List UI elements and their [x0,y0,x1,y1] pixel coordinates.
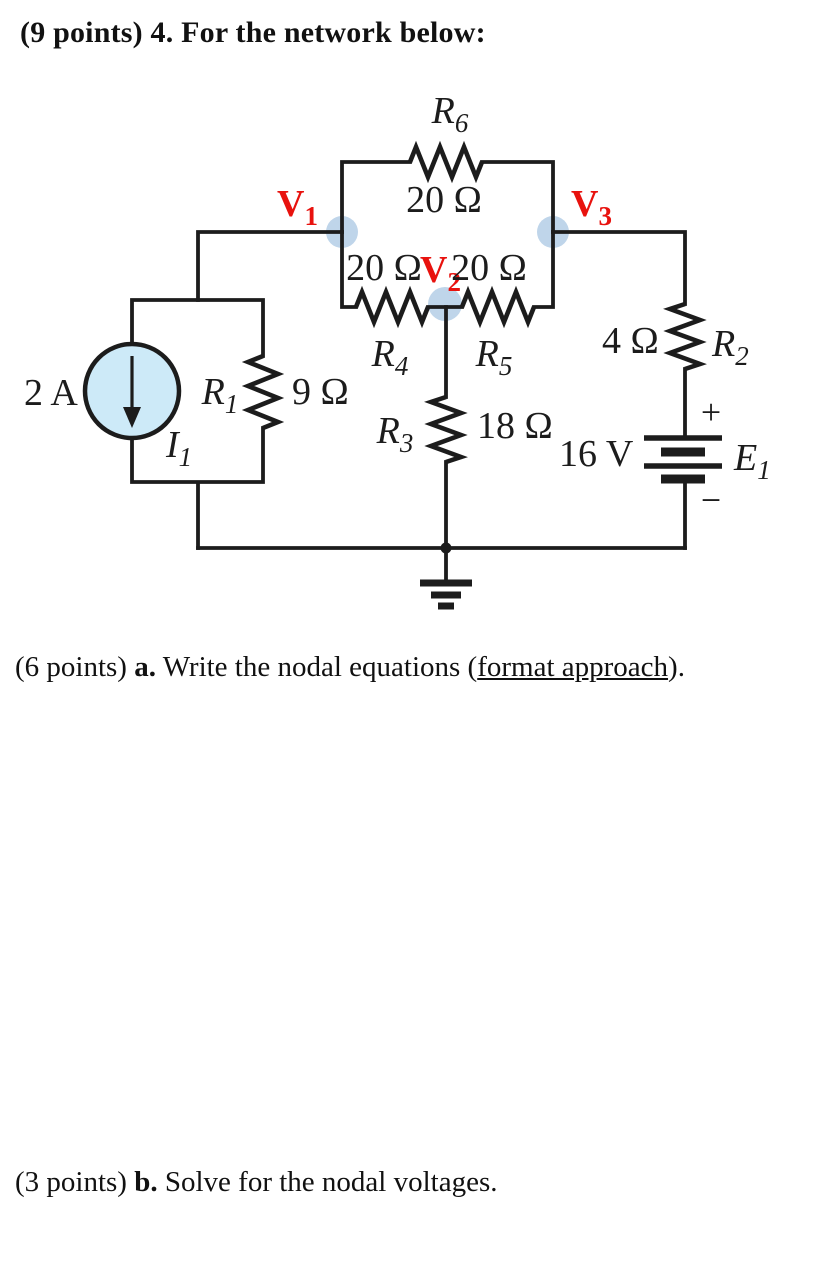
ground-icon [420,579,472,610]
battery-icon [644,435,722,484]
resistor-r2-symbol [663,301,707,372]
r2-label: R2 [711,323,749,371]
r3-value-label: 18 Ω [477,405,553,447]
part-a-tail: ). [668,651,685,683]
r3-label: R3 [376,410,414,458]
r2-value-label: 4 Ω [602,320,659,362]
part-a-points: (6 points) [15,651,135,683]
part-b-label: b. [134,1166,158,1198]
r1-value-label: 9 Ω [292,371,349,413]
resistor-r5-symbol [459,285,537,329]
resistor-r6-symbol [407,140,485,184]
node-v1-label: V1 [277,183,318,231]
part-a-text: (6 points) a. Write the nodal equations … [15,651,685,684]
part-a-underlined: format approach [477,651,669,683]
r5-value-label: 20 Ω [451,247,527,289]
circuit-diagram: R6 20 Ω V1 V3 20 Ω V2 20 Ω R4 R5 2 A R1 … [24,90,771,610]
resistor-r1-symbol [241,353,285,431]
r6-value-label: 20 Ω [406,179,482,221]
wire-left-connector [196,230,344,302]
r6-label: R6 [431,90,469,138]
resistor-r3-symbol [424,394,468,465]
wire-top-loop [340,160,555,234]
resistor-r4-symbol [353,285,431,329]
i1-label: I1 [165,424,192,472]
battery-plus-sign: + [701,392,721,432]
source-value-label: 2 A [24,372,78,414]
r4-label: R4 [371,333,409,381]
r4-value-label: 20 Ω [346,247,422,289]
problem-title: (9 points) 4. For the network below: [20,16,486,49]
current-arrow-head-icon [123,407,141,428]
part-b-points: (3 points) [15,1166,135,1198]
r1-label: R1 [201,371,239,419]
node-v3-label: V3 [571,183,612,231]
part-b-text: (3 points) b. Solve for the nodal voltag… [15,1166,497,1199]
wire-right-branch [551,230,687,550]
wire-source-box [130,298,265,550]
node-v2-label: V2 [420,249,461,297]
current-source [82,341,182,441]
battery-minus-sign: − [701,480,721,520]
battery-value-label: 16 V [559,433,634,475]
part-a-body: Write the nodal equations ( [155,651,478,683]
part-b-body: Solve for the nodal voltages. [157,1166,498,1198]
junction-dot [440,542,452,554]
part-a-label: a. [134,651,156,683]
node-v2-dot [428,287,462,321]
e1-label: E1 [733,437,771,485]
r5-label: R5 [475,333,513,381]
